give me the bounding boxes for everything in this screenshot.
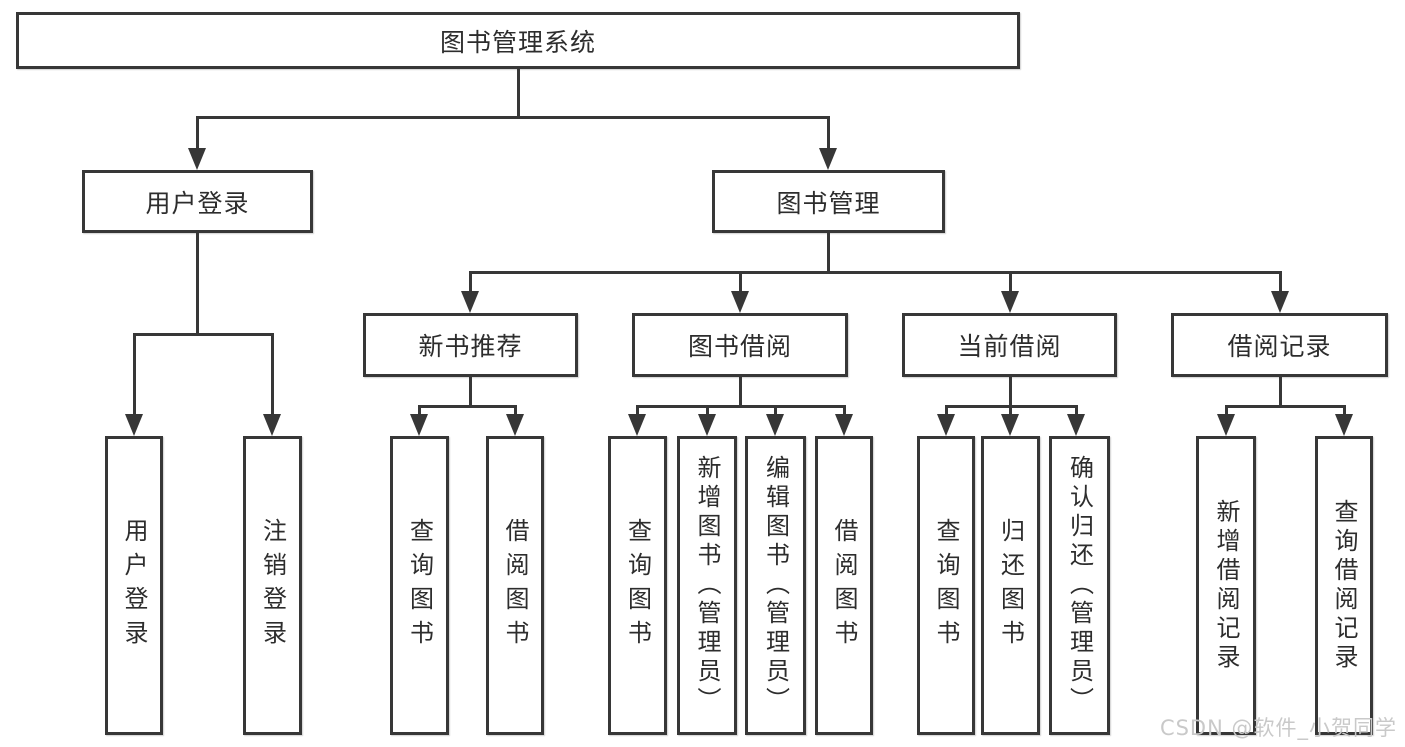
connector-line [945,405,948,416]
connector-line [133,333,136,416]
leaf-user-login: 用户登录 [105,436,163,735]
connector-line [1225,405,1345,408]
leaf-query-borrow-record: 查询借阅记录 [1315,436,1373,735]
connector-line [1279,271,1282,293]
arrow-down-icon [1001,291,1019,313]
node-root-library-system: 图书管理系统 [16,12,1020,69]
node-new-book-recommendation: 新书推荐 [363,313,578,377]
leaf-label: 借阅图书 [501,517,529,654]
arrow-down-icon [1335,414,1353,436]
leaf-label: 查询借阅记录 [1330,498,1358,673]
node-label: 新书推荐 [418,332,523,361]
leaf-query-books-borrowing: 查询图书 [608,436,667,735]
leaf-label: 新增借阅记录 [1212,498,1240,673]
connector-line [196,116,199,150]
leaf-label: 用户登录 [120,517,148,654]
leaf-label: 新增图书（管理员） [693,455,721,716]
leaf-query-books-current: 查询图书 [917,436,975,735]
node-user-login: 用户登录 [82,170,313,233]
connector-line [827,233,830,274]
node-label: 图书管理系统 [439,27,596,57]
leaf-label: 查询图书 [932,517,960,654]
connector-line [469,377,472,408]
node-label: 当前借阅 [957,332,1062,361]
node-label: 图书借阅 [687,332,792,361]
connector-line [774,405,777,416]
leaf-logout: 注销登录 [243,436,302,735]
node-label: 图书管理 [776,188,881,218]
connector-line [271,333,274,416]
arrow-down-icon [1271,291,1289,313]
leaf-add-borrow-record: 新增借阅记录 [1196,436,1256,735]
node-label: 用户登录 [145,188,250,218]
connector-line [636,405,846,408]
connector-line [1075,405,1078,416]
arrow-down-icon [410,414,428,436]
arrow-down-icon [506,414,524,436]
arrow-down-icon [461,291,479,313]
connector-line [1009,271,1012,293]
leaf-borrow-books-borrowing: 借阅图书 [815,436,873,735]
connector-line [1009,405,1012,416]
leaf-label: 注销登录 [258,517,287,654]
connector-line [739,377,742,408]
leaf-label: 确认归还（管理员） [1065,455,1094,716]
leaf-edit-book-admin: 编辑图书（管理员） [745,436,806,735]
watermark: CSDN @软件_小贺同学 [1159,716,1397,740]
node-label: 借阅记录 [1227,332,1332,361]
arrow-down-icon [188,148,206,170]
arrow-down-icon [731,291,749,313]
arrow-down-icon [698,414,716,436]
leaf-label: 归还图书 [996,517,1025,654]
connector-line [1279,377,1282,408]
connector-line [739,271,742,293]
connector-line [133,333,274,336]
leaf-label: 查询图书 [623,517,652,654]
connector-line [843,405,846,416]
connector-line [514,405,517,416]
leaf-borrow-books-recommend: 借阅图书 [486,436,544,735]
leaf-add-book-admin: 新增图书（管理员） [677,436,737,735]
leaf-query-books-recommend: 查询图书 [390,436,449,735]
leaf-confirm-return-admin: 确认归还（管理员） [1049,436,1110,735]
connector-line [469,271,472,293]
connector-line [1009,377,1012,408]
connector-line [706,405,709,416]
arrow-down-icon [937,414,955,436]
connector-line [196,116,830,119]
leaf-label: 编辑图书（管理员） [761,455,790,716]
arrow-down-icon [263,414,281,436]
connector-line [1225,405,1228,416]
arrow-down-icon [628,414,646,436]
leaf-label: 借阅图书 [830,517,858,654]
arrow-down-icon [125,414,143,436]
connector-line [827,116,830,150]
connector-line [1343,405,1346,416]
arrow-down-icon [835,414,853,436]
leaf-return-books: 归还图书 [981,436,1040,735]
node-borrowing-records: 借阅记录 [1171,313,1388,377]
leaf-label: 查询图书 [405,517,434,654]
node-book-management: 图书管理 [712,170,945,233]
node-book-borrowing: 图书借阅 [632,313,848,377]
connector-line [636,405,639,416]
arrow-down-icon [1217,414,1235,436]
arrow-down-icon [766,414,784,436]
connector-line [469,271,1282,274]
node-current-borrowing: 当前借阅 [902,313,1117,377]
connector-line [196,233,199,336]
arrow-down-icon [1067,414,1085,436]
connector-line [517,69,520,119]
arrow-down-icon [819,148,837,170]
connector-line [418,405,421,416]
connector-line [418,405,517,408]
arrow-down-icon [1001,414,1019,436]
